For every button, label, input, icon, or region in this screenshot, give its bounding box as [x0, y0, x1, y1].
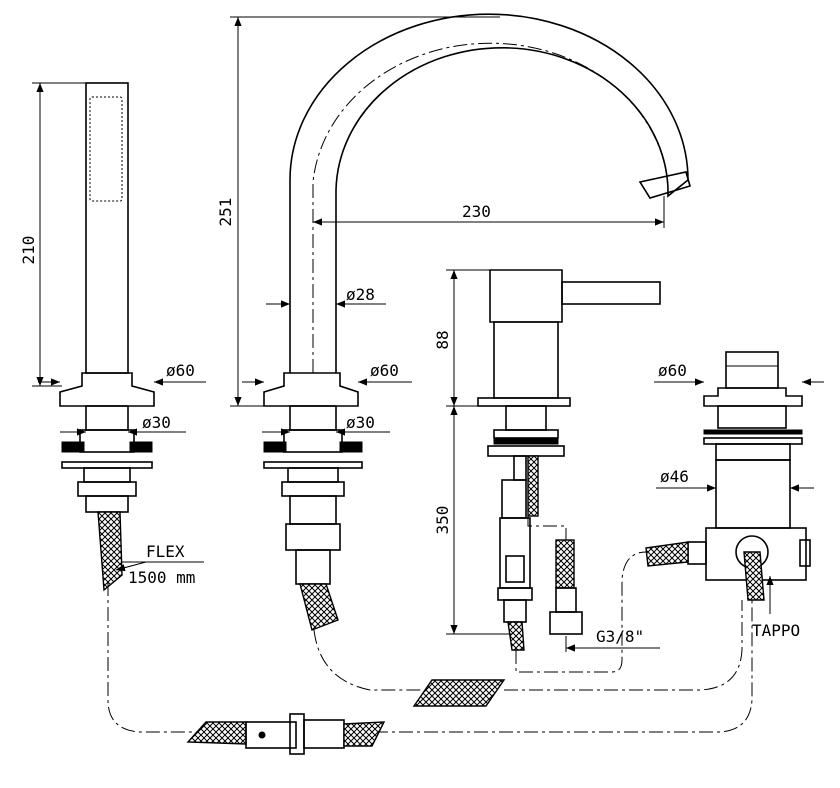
flex-annotation: FLEX 1500 mm [115, 542, 204, 587]
shower-nozzle-grid [89, 96, 123, 202]
dim-label-210: 210 [19, 236, 38, 265]
dim-label-shower-shank: ø30 [142, 413, 171, 432]
mixer [477, 269, 661, 651]
plug-annotation: TAPPO [752, 576, 800, 640]
connection-label: G3/8" [596, 627, 644, 646]
dim-shower-shank: ø30 [60, 413, 186, 436]
hose-routing [107, 516, 753, 755]
dim-label-diverter-body: ø46 [660, 467, 689, 486]
dim-label-shower-base: ø60 [166, 361, 195, 380]
dim-label-spout-diameter: ø28 [346, 285, 375, 304]
dim-label-230: 230 [462, 202, 491, 221]
dim-label-350: 350 [433, 506, 452, 535]
hand-shower [59, 82, 155, 592]
dim-mixer-height: 88 [433, 269, 490, 407]
flex-title: FLEX [146, 542, 185, 561]
diverter [645, 351, 811, 601]
dim-label-251: 251 [216, 198, 235, 227]
spout [263, 13, 691, 631]
dim-diverter-body: ø46 [656, 467, 814, 492]
dim-spout-height: 251 [216, 16, 500, 407]
dim-label-88: 88 [433, 330, 452, 349]
dim-shank-length: 350 [433, 406, 512, 635]
plug-label: TAPPO [752, 621, 800, 640]
connection-annotation: G3/8" [565, 627, 660, 652]
dim-label-diverter-base: ø60 [658, 361, 687, 380]
dim-spout-shank: ø30 [262, 413, 390, 436]
dim-label-spout-base: ø60 [370, 361, 399, 380]
dim-label-spout-shank: ø30 [346, 413, 375, 432]
flex-length: 1500 mm [128, 568, 195, 587]
dim-shower-base: ø60 [38, 361, 206, 386]
dim-diverter-base: ø60 [654, 361, 824, 386]
dim-spout-reach: 230 [313, 196, 665, 228]
dim-spout-base: ø60 [242, 361, 412, 386]
dim-spout-diameter: ø28 [266, 285, 386, 308]
dim-shower-height: 210 [19, 82, 86, 387]
